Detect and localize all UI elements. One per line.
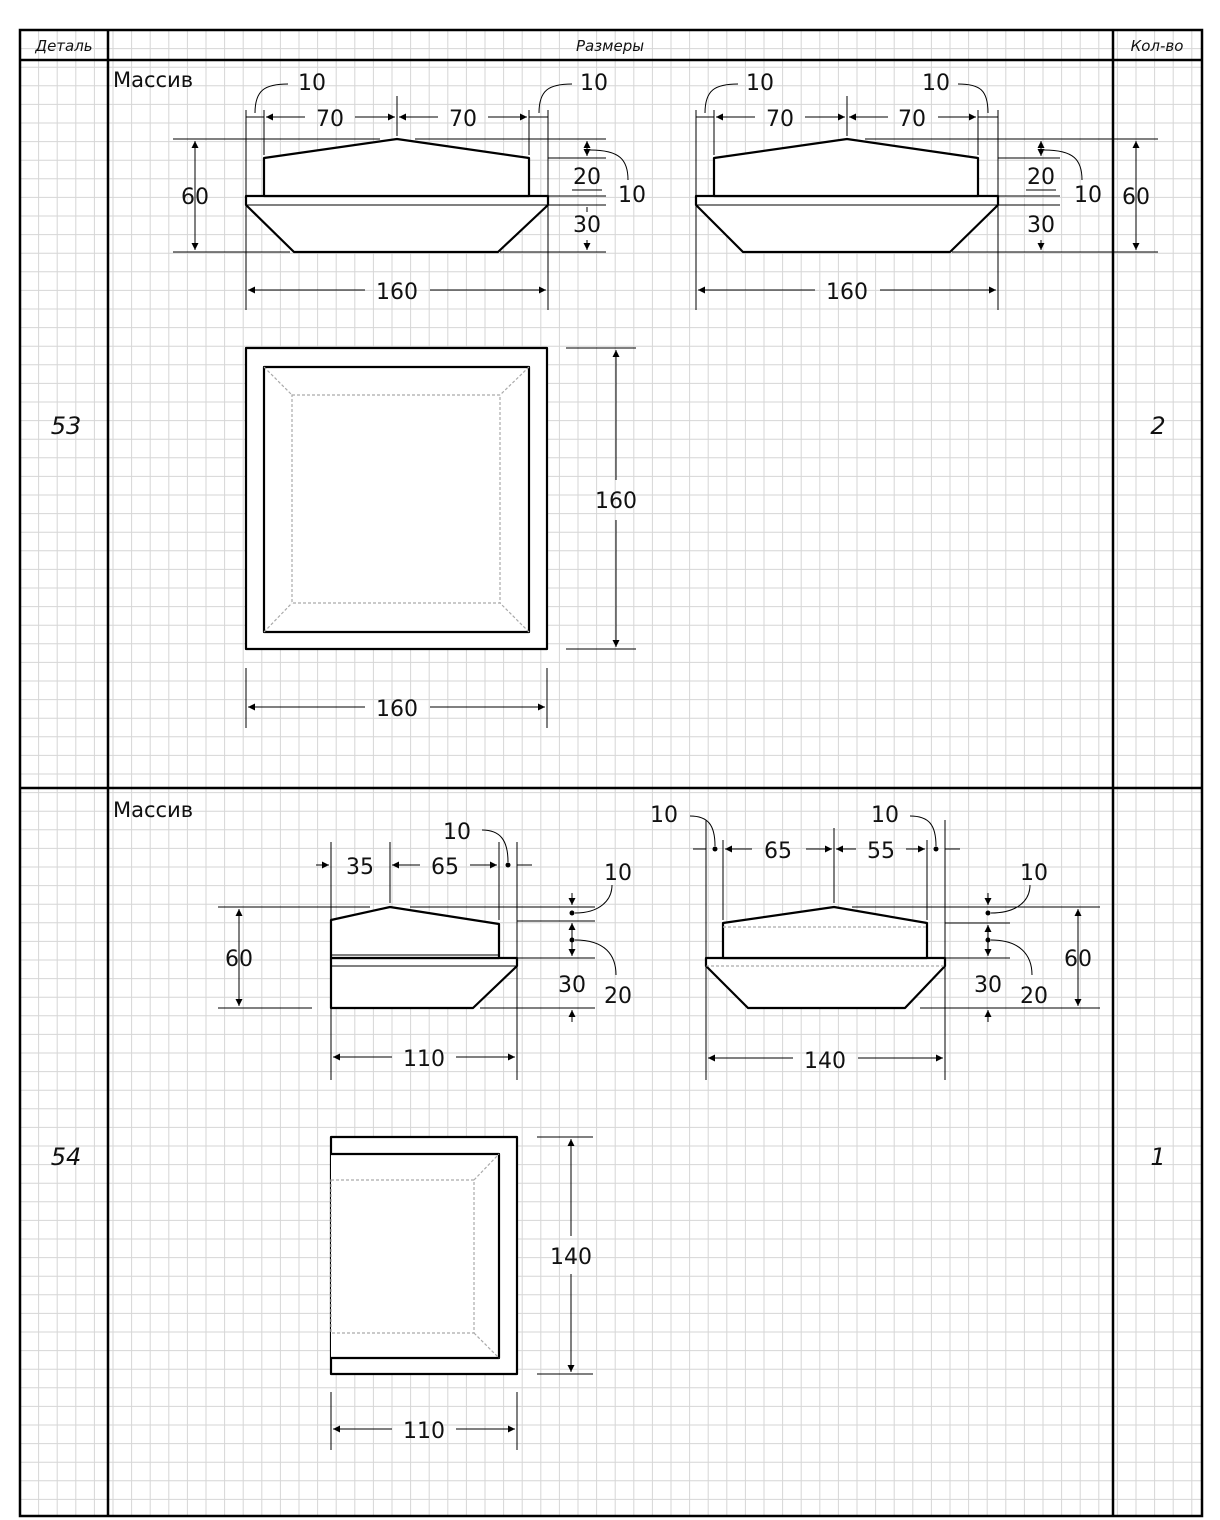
dim-offset-right: 10 [871, 803, 899, 828]
background-grid [19, 29, 1202, 1516]
dim-width: 110 [403, 1047, 445, 1072]
dim-top-right: 55 [867, 839, 895, 864]
dim-top-right: 70 [449, 107, 477, 132]
dim-step-height: 10 [1020, 861, 1048, 886]
dim-top-left: 65 [764, 839, 792, 864]
part-quantity: 2 [1150, 412, 1165, 440]
dim-top-right: 70 [898, 107, 926, 132]
dim-bottom-height: 30 [573, 213, 601, 238]
dim-offset-left: 10 [746, 71, 774, 96]
dim-width: 160 [376, 280, 418, 305]
part-number: 53 [51, 412, 82, 440]
header-dimensions: Размеры [576, 37, 644, 55]
dim-height: 60 [225, 947, 253, 972]
front-view-right: 60 140 65 55 10 10 10 [650, 803, 1100, 1080]
dim-plan-height: 160 [595, 489, 637, 514]
dim-offset-left: 10 [298, 71, 326, 96]
dim-step-height: 10 [604, 861, 632, 886]
dim-step-height: 10 [618, 183, 646, 208]
dim-height: 60 [181, 185, 209, 210]
dim-step-height: 10 [1074, 183, 1102, 208]
plan-view: 140 110 [329, 1135, 593, 1450]
front-view-right: 60 160 70 70 10 10 20 10 30 [694, 71, 1158, 310]
dim-offset-left: 10 [650, 803, 678, 828]
dim-bottom-height: 30 [974, 973, 1002, 998]
table-header: Деталь Размеры Кол-во [34, 37, 1183, 55]
material-label: Массив [113, 798, 193, 822]
dim-top-left: 35 [346, 855, 374, 880]
dim-top-height: 20 [604, 984, 632, 1009]
part-quantity: 1 [1150, 1143, 1165, 1171]
row-part-53: 53 2 Массив 60 160 [51, 68, 1166, 728]
dim-top-right: 65 [431, 855, 459, 880]
dim-width: 140 [804, 1049, 846, 1074]
material-label: Массив [113, 68, 193, 92]
dim-plan-height: 140 [550, 1245, 592, 1270]
dim-height: 60 [1064, 947, 1092, 972]
dim-top-left: 70 [316, 107, 344, 132]
dim-top-height: 20 [1027, 165, 1055, 190]
dim-width: 160 [826, 280, 868, 305]
dim-height: 60 [1122, 185, 1150, 210]
header-part: Деталь [34, 37, 92, 55]
dim-offset: 10 [443, 820, 471, 845]
header-quantity: Кол-во [1131, 37, 1184, 55]
dim-offset-right: 10 [580, 71, 608, 96]
table-frame [18, 28, 1204, 1518]
dim-top-height: 20 [573, 165, 601, 190]
dim-top-height: 20 [1020, 984, 1048, 1009]
dim-offset-right: 10 [922, 71, 950, 96]
plan-view: 160 160 [244, 346, 637, 728]
dim-top-left: 70 [766, 107, 794, 132]
front-view-left: 60 110 35 65 10 10 20 30 [218, 820, 632, 1080]
row-part-54: 54 1 Массив 60 110 [51, 798, 1166, 1450]
dim-bottom-height: 30 [558, 973, 586, 998]
front-view-left: 60 160 70 70 10 10 20 10 30 [173, 71, 646, 310]
dim-plan-width: 160 [376, 697, 418, 722]
dim-plan-width: 110 [403, 1419, 445, 1444]
part-number: 54 [51, 1143, 82, 1171]
dim-bottom-height: 30 [1027, 213, 1055, 238]
